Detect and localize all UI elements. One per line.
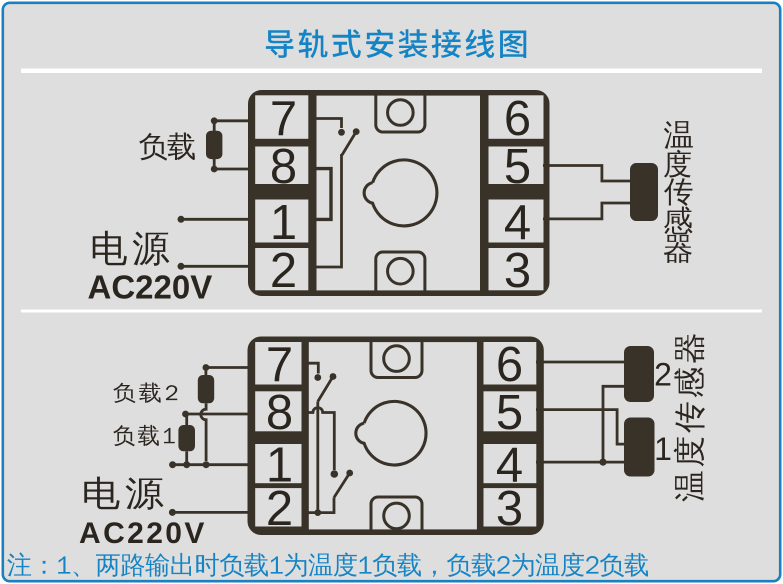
svg-text:6: 6 <box>504 92 531 146</box>
svg-text:3: 3 <box>496 482 523 536</box>
svg-text:6: 6 <box>496 338 523 392</box>
svg-text:5: 5 <box>504 140 531 194</box>
svg-text:4: 4 <box>496 438 523 492</box>
svg-text:2: 2 <box>270 244 297 298</box>
svg-text:AC220V: AC220V <box>79 517 207 550</box>
svg-text:2: 2 <box>654 356 672 392</box>
svg-text:2: 2 <box>266 482 293 536</box>
svg-text:7: 7 <box>266 338 293 392</box>
svg-text:3: 3 <box>504 244 531 298</box>
svg-text:1: 1 <box>270 196 297 250</box>
svg-text:7: 7 <box>270 92 297 146</box>
svg-text:5: 5 <box>496 386 523 440</box>
svg-text:8: 8 <box>270 140 297 194</box>
svg-text:8: 8 <box>266 386 293 440</box>
svg-text:AC220V: AC220V <box>88 269 213 306</box>
svg-text:1: 1 <box>654 431 672 467</box>
svg-text:4: 4 <box>504 196 531 250</box>
svg-text:1: 1 <box>266 438 293 492</box>
